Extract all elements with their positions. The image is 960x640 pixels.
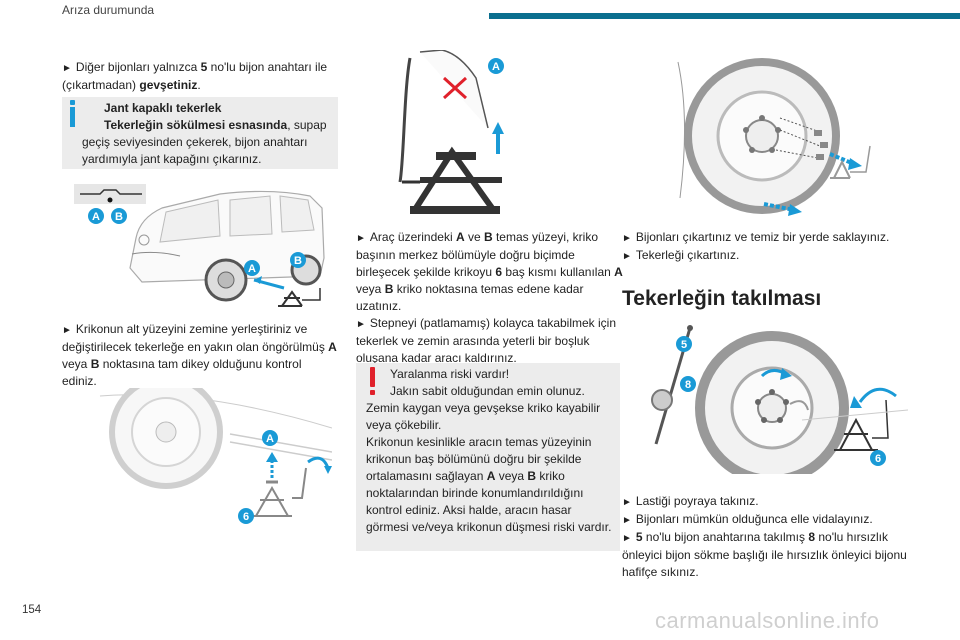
label-badge-a-inset: A: [88, 208, 104, 224]
info-box-text: Tekerleğin sökülmesi esnasında, supap ge…: [82, 118, 327, 166]
label-badge-b-inset: B: [111, 208, 127, 224]
right-paragraph-1: ►Bijonları çıkartınız ve temiz bir yerde…: [622, 230, 890, 262]
middle-paragraph-1: ►Araç üzerindeki A ve B temas yüzeyi, kr…: [356, 230, 623, 365]
warning-line-2: Jakın sabit olduğundan emin olunuz.: [390, 384, 585, 398]
figure-van-jack-points: A B A B: [74, 184, 325, 307]
info-box-wheel-cover: Jant kapaklı tekerlek Tekerleğin sökülme…: [62, 97, 338, 169]
label-badge-5: 5: [676, 336, 692, 352]
bullet-arrow-icon: ►: [62, 63, 72, 74]
heading-wheel-mounting: Tekerleğin takılması: [622, 287, 822, 310]
svg-text:A: A: [266, 433, 274, 445]
label-badge-a-jack: A: [262, 430, 278, 446]
bullet-arrow-icon: ►: [622, 533, 632, 544]
figure-wheel-removal: [677, 58, 871, 216]
label-badge-a-raise: A: [488, 58, 504, 74]
bullet-arrow-icon: ►: [622, 233, 632, 244]
watermark: carmanualsonline.info: [655, 608, 880, 633]
info-box-title: Jant kapaklı tekerlek: [104, 101, 222, 115]
left-paragraph-1: ►Diğer bijonları yalnızca 5 no'lu bijon …: [62, 60, 328, 92]
label-badge-6-jack: 6: [238, 508, 254, 524]
warning-line-4: Krikonun kesinlikle aracın temas yüzeyin…: [366, 435, 612, 534]
section-title: Arıza durumunda: [62, 3, 155, 17]
page-number: 154: [22, 604, 42, 616]
label-badge-b-van: B: [290, 252, 306, 268]
svg-text:B: B: [115, 211, 123, 223]
bullet-arrow-icon: ►: [622, 497, 632, 508]
svg-text:A: A: [248, 263, 256, 275]
svg-text:6: 6: [875, 453, 881, 465]
label-badge-8: 8: [680, 376, 696, 392]
svg-text:5: 5: [681, 339, 687, 351]
left-paragraph-2: ►Krikonun alt yüzeyini zemine yerleştiri…: [62, 322, 337, 388]
warning-icon: [370, 367, 375, 397]
figure-jack-placement: A 6: [99, 388, 332, 524]
bullet-arrow-icon: ►: [622, 251, 632, 262]
info-icon: [70, 100, 75, 128]
svg-text:A: A: [92, 211, 100, 223]
bullet-arrow-icon: ►: [62, 325, 72, 336]
svg-text:A: A: [492, 61, 500, 73]
warning-line-3: Zemin kaygan veya gevşekse kriko kayabil…: [366, 401, 601, 432]
figure-wheel-mounting: 5 8 6: [651, 325, 908, 474]
label-badge-6-mount: 6: [870, 450, 886, 466]
bullet-arrow-icon: ►: [622, 515, 632, 526]
svg-text:6: 6: [243, 511, 249, 523]
label-badge-a-van: A: [244, 260, 260, 276]
bullet-arrow-icon: ►: [356, 319, 366, 330]
bullet-arrow-icon: ►: [356, 233, 366, 244]
figure-jack-raising: A: [398, 50, 504, 214]
header-accent-bar: [489, 13, 960, 19]
right-paragraph-2: ►Lastiği poyraya takınız. ►Bijonları müm…: [622, 494, 907, 579]
svg-text:B: B: [294, 255, 302, 267]
warning-box-injury: Yaralanma riski vardır! Jakın sabit oldu…: [356, 363, 620, 551]
svg-text:8: 8: [685, 379, 691, 391]
warning-line-1: Yaralanma riski vardır!: [390, 367, 510, 381]
